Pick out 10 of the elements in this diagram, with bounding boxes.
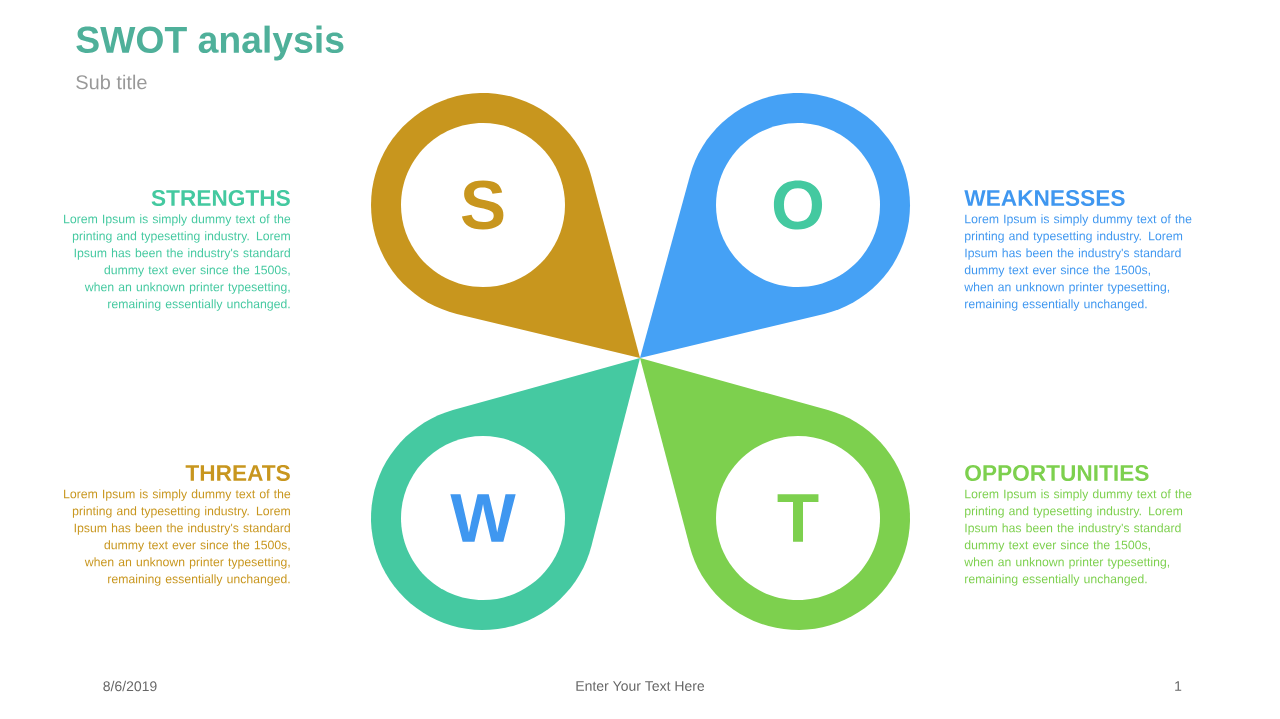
- subtitle: Sub title: [76, 74, 147, 90]
- body-text: Lorem Ipsum is simply dummy text of the printing and typesetting industry. Lorem Ipsum has been the industry's standard dummy text ever since the 1500s, when an unknown printer typesetting, remaining essentially unchanged.: [64, 214, 291, 311]
- body-text: Lorem Ipsum is simply dummy text of the printing and typesetting industry. Lorem Ipsum has been the industry's standard dummy text ever since the 1500s, when an unknown printer typesetting, remaining essentially unchanged.: [964, 214, 1192, 311]
- footer-text: 8/6/2019: [103, 680, 157, 692]
- footer-text: 1: [1175, 681, 1182, 691]
- body-text: Lorem Ipsum is simply dummy text of the printing and typesetting industry. Lorem Ipsum has been the industry's standard dummy text ever since the 1500s, when an unknown printer typesetting, remaining essentially unchanged.: [64, 489, 291, 586]
- footer-text: Enter Your Text Here: [576, 681, 705, 691]
- body-text: Lorem Ipsum is simply dummy text of the printing and typesetting industry. Lorem Ipsum has been the industry's standard dummy text ever since the 1500s, when an unknown printer typesetting, remaining essentially unchanged.: [964, 489, 1192, 586]
- heading: THREATS: [185, 465, 290, 482]
- title: SWOT analysis: [76, 25, 344, 61]
